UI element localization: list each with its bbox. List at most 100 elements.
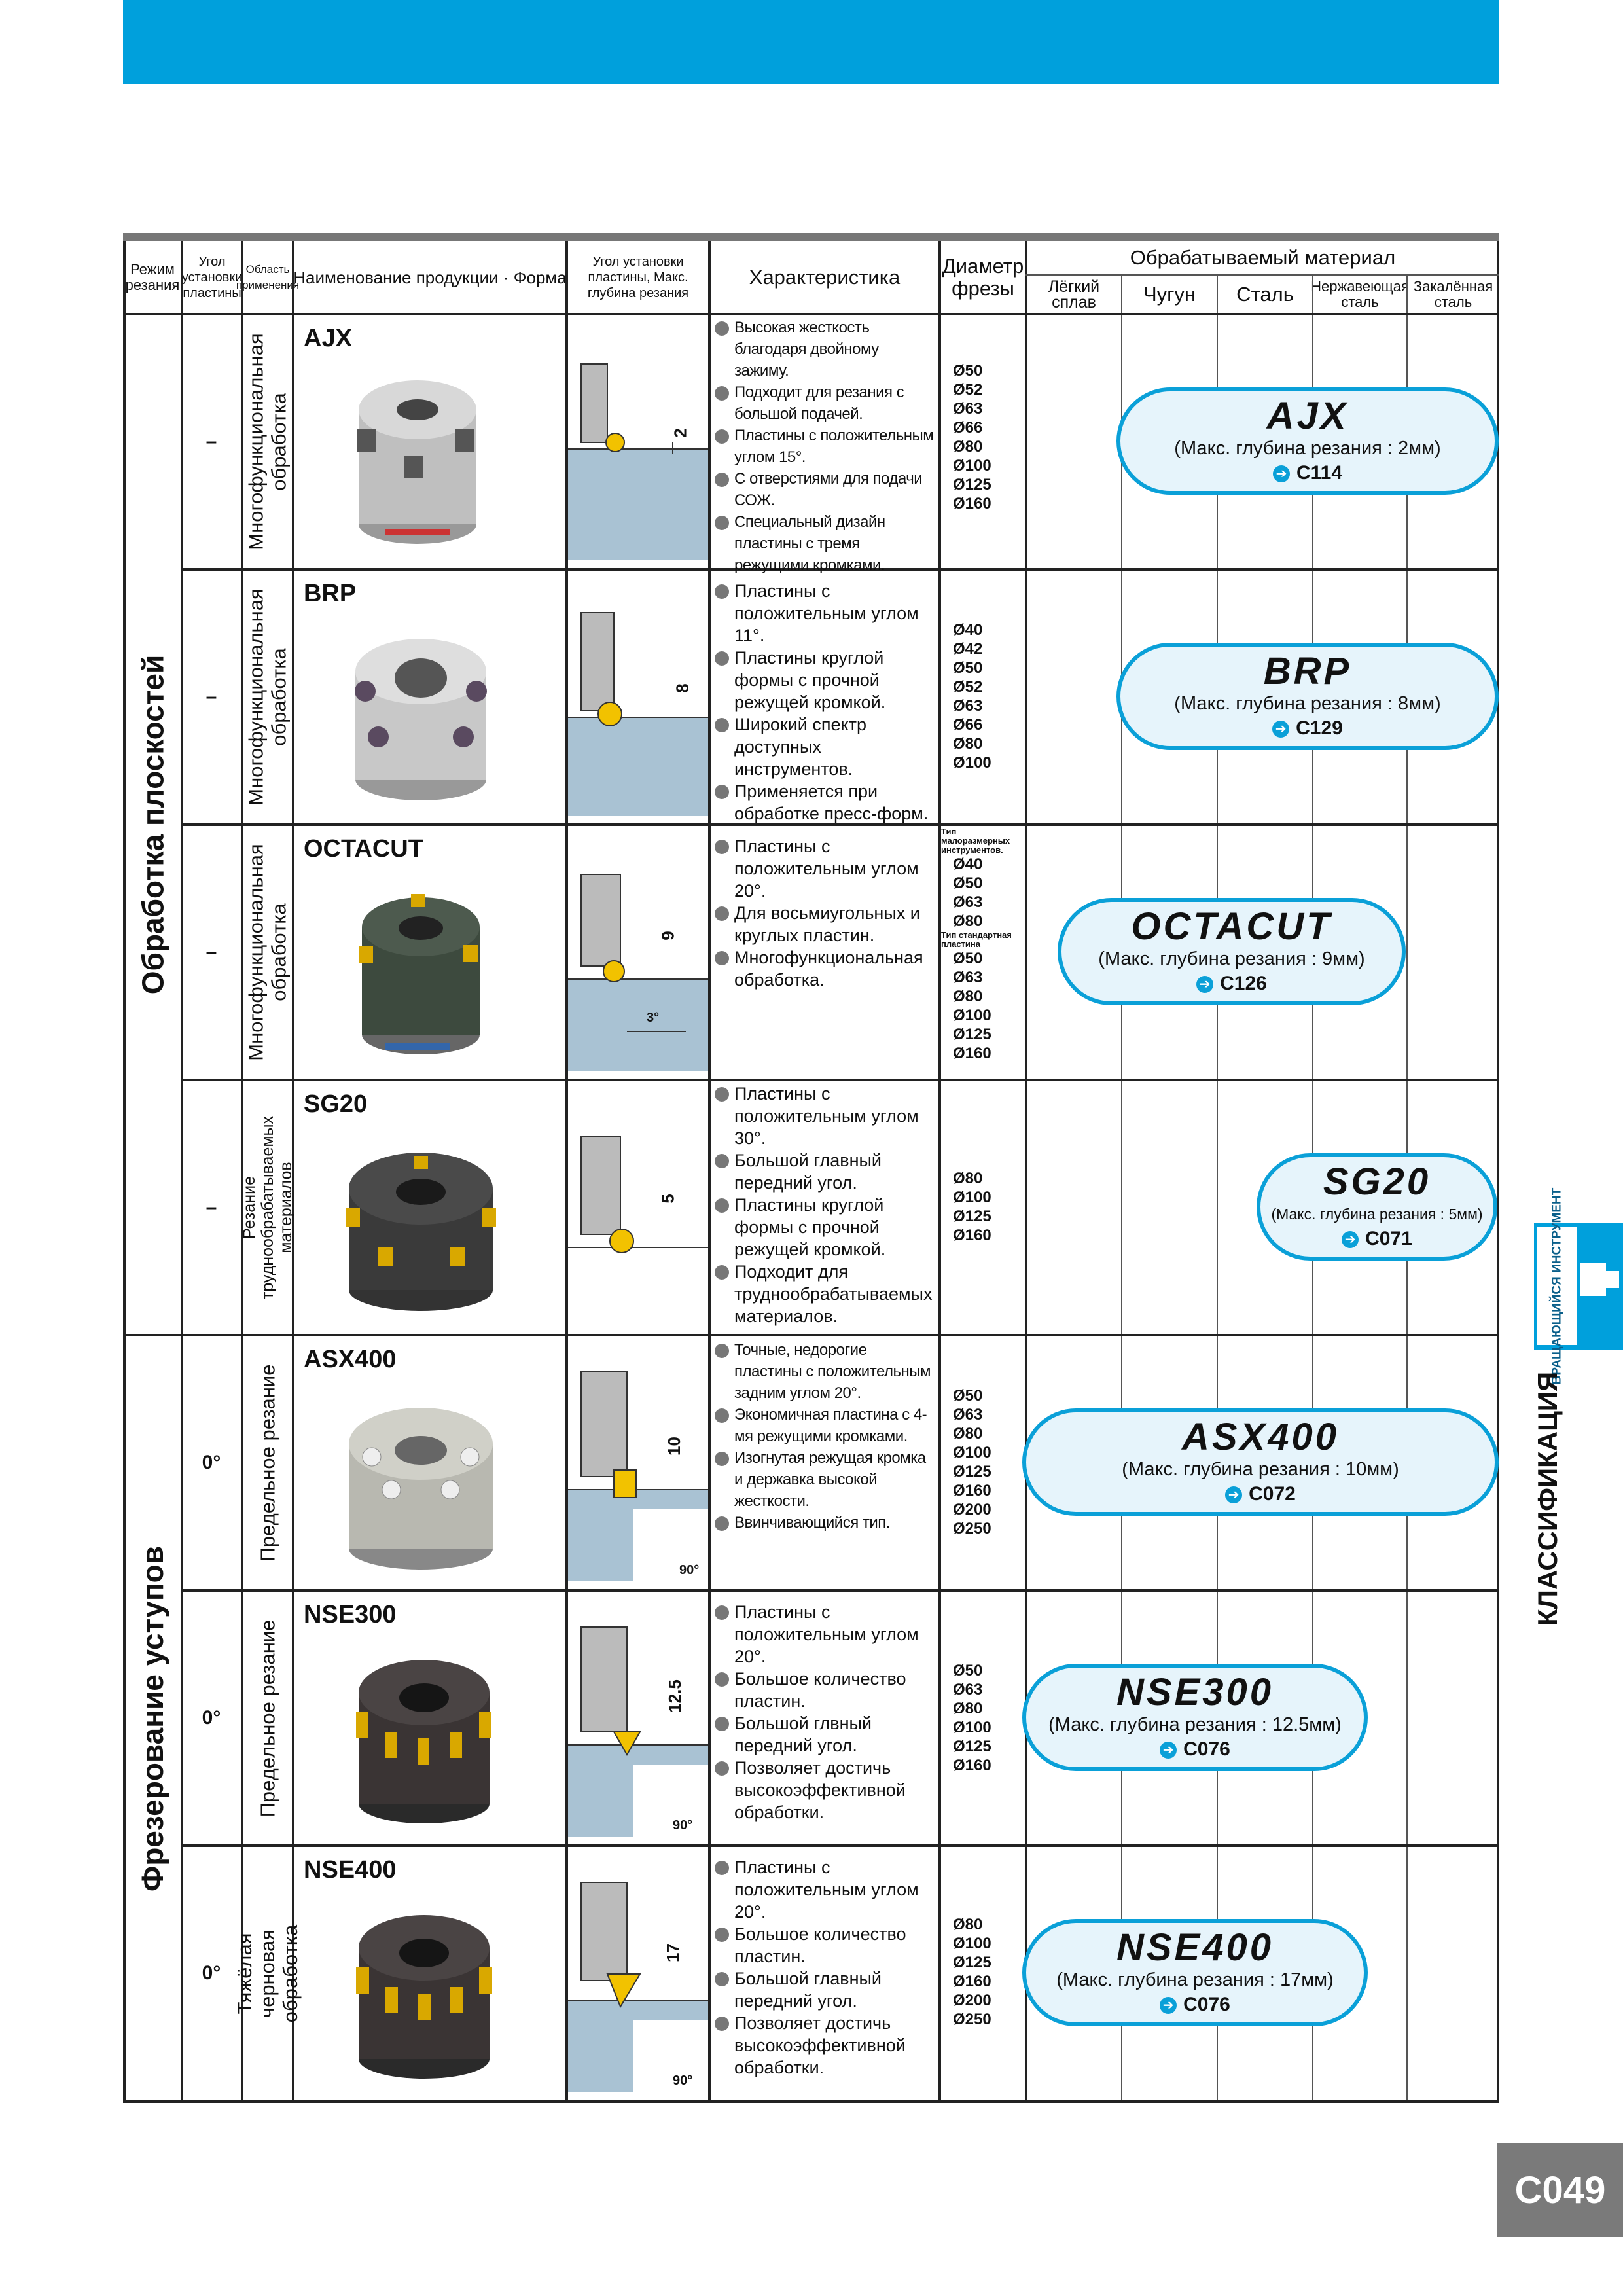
product-name: AJX — [304, 325, 352, 352]
row-angle: – — [205, 1196, 217, 1218]
page-ref: C126 — [1220, 973, 1267, 994]
diameter-value: Ø160 — [953, 495, 991, 512]
row-diameters: Ø80 Ø100 Ø125 Ø160 — [953, 1169, 991, 1245]
product-name: ASX400 — [304, 1346, 397, 1373]
ajx-link-pill[interactable]: AJX (Макс. глубина резания : 2мм) ➔C114 — [1116, 387, 1499, 495]
grid-line — [181, 1079, 1499, 1081]
arrow-right-icon: ➔ — [1160, 1742, 1177, 1759]
grid-line — [181, 241, 183, 2103]
depth-label: 5 — [658, 1194, 678, 1204]
brp-depth-diagram — [568, 612, 708, 816]
pill-reference[interactable]: ➔C126 — [1061, 971, 1402, 997]
octacut-link-pill[interactable]: OCTACUT (Макс. глубина резания : 9мм) ➔C… — [1058, 898, 1406, 1005]
sg20-cutter-photo — [346, 1153, 496, 1311]
pill-subtitle: (Макс. глубина резания : 8мм) — [1174, 693, 1441, 714]
grid-line — [1217, 275, 1218, 2103]
nse300-link-pill[interactable]: NSE300 (Макс. глубина резания : 12.5мм) … — [1022, 1664, 1368, 1771]
rotating-tool-tab-label-box: ВРАЩАЮЩИЙСЯ ИНСТРУМЕНТ — [1537, 1188, 1577, 1384]
row-features: Пластины с положительным углом 20°. Боль… — [715, 1856, 937, 2079]
page-number: C049 — [1497, 2143, 1623, 2237]
pill-title: AJX — [1266, 395, 1349, 437]
table-top-rule — [123, 233, 1499, 241]
pill-reference[interactable]: ➔C072 — [1026, 1481, 1495, 1507]
row-area: Тяжёлая черновая обработка — [234, 1846, 302, 2101]
row-angle: 0° — [202, 1452, 221, 1473]
diameter-value: Ø63 — [953, 893, 983, 911]
row-features: Высокая жесткость благодаря двойному заж… — [715, 317, 937, 576]
pill-reference[interactable]: ➔ C076 — [1026, 1736, 1364, 1763]
pill-reference[interactable]: ➔C129 — [1120, 715, 1495, 742]
feature-item: Пластины с положительным углом 15°. — [715, 425, 937, 468]
arrow-right-icon: ➔ — [1160, 1997, 1177, 2014]
diameter-value: Ø100 — [953, 457, 991, 475]
sg20-depth-diagram — [568, 1136, 708, 1253]
diameter-value: Ø66 — [953, 419, 983, 437]
diameter-value: Ø200 — [953, 1501, 991, 1518]
asx400-depth-diagram — [568, 1371, 708, 1581]
page-ref: C072 — [1249, 1483, 1296, 1505]
pill-reference[interactable]: ➔C114 — [1120, 460, 1495, 486]
feature-item: Многофункциональная обработка. — [715, 946, 937, 991]
diameter-value: Ø50 — [953, 659, 983, 677]
row-diameters: Ø50 Ø63 Ø80 Ø100 Ø125 Ø160 Ø200 Ø250 — [953, 1386, 991, 1538]
pill-subtitle: (Макс. глубина резания : 5мм) — [1271, 1206, 1483, 1223]
diameter-value: Ø80 — [953, 912, 983, 930]
asx400-link-pill[interactable]: ASX400 (Макс. глубина резания : 10мм) ➔C… — [1022, 1408, 1499, 1516]
diameter-value: Ø63 — [953, 697, 983, 715]
pill-subtitle: (Макс. глубина резания : 12.5мм) — [1048, 1714, 1342, 1735]
grid-line — [565, 241, 568, 2103]
feature-item: Подходит для резания с большой подачей. — [715, 382, 937, 425]
row-features: Точные, недорогие пластины с положительн… — [715, 1339, 937, 1534]
product-name: BRP — [304, 580, 357, 607]
brp-link-pill[interactable]: BRP (Макс. глубина резания : 8мм) ➔C129 — [1116, 643, 1499, 750]
product-name: SG20 — [304, 1090, 368, 1118]
row-area: Предельное резание — [242, 1590, 293, 1846]
row-angle: – — [205, 686, 217, 708]
header-area: Область применения — [236, 263, 300, 291]
area-label: Многофункциональная обработка — [245, 844, 291, 1061]
feature-item: Большое количество пластин. — [715, 1923, 937, 1967]
diameter-value: Ø80 — [953, 735, 983, 753]
row-features: Пластины с положительным углом 20°. Для … — [715, 835, 937, 991]
feature-item: Позволяет достичь высокоэффективной обра… — [715, 1757, 937, 1823]
nse400-link-pill[interactable]: NSE400 (Макс. глубина резания : 17мм) ➔C… — [1022, 1919, 1368, 2026]
grid-line — [181, 1589, 1499, 1592]
depth-label: 8 — [672, 683, 692, 693]
octacut-cutter-photo — [359, 894, 480, 1054]
header-material-castiron: Чугун — [1143, 283, 1196, 306]
pill-reference[interactable]: ➔C071 — [1260, 1226, 1493, 1252]
feature-item: Широкий спектр доступных инструментов. — [715, 713, 937, 780]
feature-item: Специальный дизайн пластины с тремя режу… — [715, 511, 937, 576]
header-material-alloy: Лёгкий сплав — [1048, 278, 1100, 312]
feature-item: Большое количество пластин. — [715, 1668, 937, 1712]
row-angle: 0° — [202, 1707, 221, 1729]
category-face-milling: Обработка плоскостей — [123, 314, 182, 1335]
header-material: Обрабатываемый материал — [1130, 246, 1396, 269]
diameter-value: Ø125 — [953, 1463, 991, 1480]
area-label: Предельное резание — [256, 1364, 279, 1562]
grid-line — [1121, 275, 1122, 2103]
row-diameters: Ø50 Ø52 Ø63 Ø66 Ø80 Ø100 Ø125 Ø160 — [953, 361, 991, 513]
diameter-value: Ø63 — [953, 1406, 983, 1424]
classification-label: КЛАССИФИКАЦИЯ — [1532, 1371, 1563, 1626]
page-ref: C076 — [1183, 1994, 1230, 2015]
classification-table: Режим резания Угол установки пластины Об… — [123, 233, 1499, 2103]
area-label: Резание труднообрабатываемых материалов — [240, 1115, 295, 1300]
diameter-value: Ø125 — [953, 1954, 991, 1971]
diameter-value: Ø80 — [953, 1916, 983, 1933]
feature-item: Пластины с положительным углом 11°. — [715, 580, 937, 647]
pill-reference[interactable]: ➔ C076 — [1026, 1992, 1364, 2018]
pill-subtitle: (Макс. глубина резания : 17мм) — [1056, 1969, 1334, 1990]
sg20-link-pill[interactable]: SG20 (Макс. глубина резания : 5мм) ➔C071 — [1257, 1153, 1497, 1261]
page-ref: C076 — [1183, 1738, 1230, 1760]
header-material-stainless: Нержавеющая сталь — [1311, 278, 1409, 310]
diameter-group-label: Тип малоразмерных инструментов. — [941, 827, 1010, 855]
area-label: Тяжёлая черновая обработка — [233, 1924, 302, 2022]
diameter-value: Ø80 — [953, 1425, 983, 1443]
row-area: Многофункциональная обработка — [242, 825, 293, 1080]
asx400-cutter-photo — [349, 1408, 493, 1570]
page-ref: C071 — [1365, 1228, 1412, 1249]
pill-title: BRP — [1263, 650, 1352, 692]
diameter-value: Ø80 — [953, 1170, 983, 1187]
feature-item: Пластины с положительным углом 20°. — [715, 1601, 937, 1668]
